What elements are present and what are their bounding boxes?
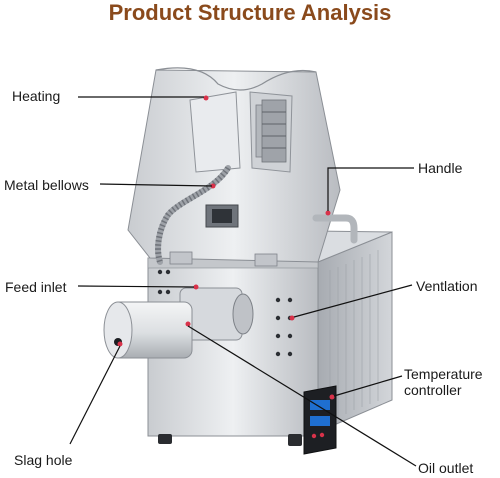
label-oil-outlet: Oil outlet xyxy=(418,460,473,476)
hopper-window xyxy=(206,205,238,227)
label-ventilation: Ventlation xyxy=(416,278,478,294)
label-metal-bellows: Metal bellows xyxy=(4,177,89,193)
label-temperature-controller: Temperature controller xyxy=(404,366,483,398)
label-feed-inlet: Feed inlet xyxy=(5,279,66,295)
label-slag-hole: Slag hole xyxy=(14,452,72,468)
label-handle: Handle xyxy=(418,160,462,176)
label-heating: Heating xyxy=(12,88,60,104)
heating-element xyxy=(262,100,286,162)
